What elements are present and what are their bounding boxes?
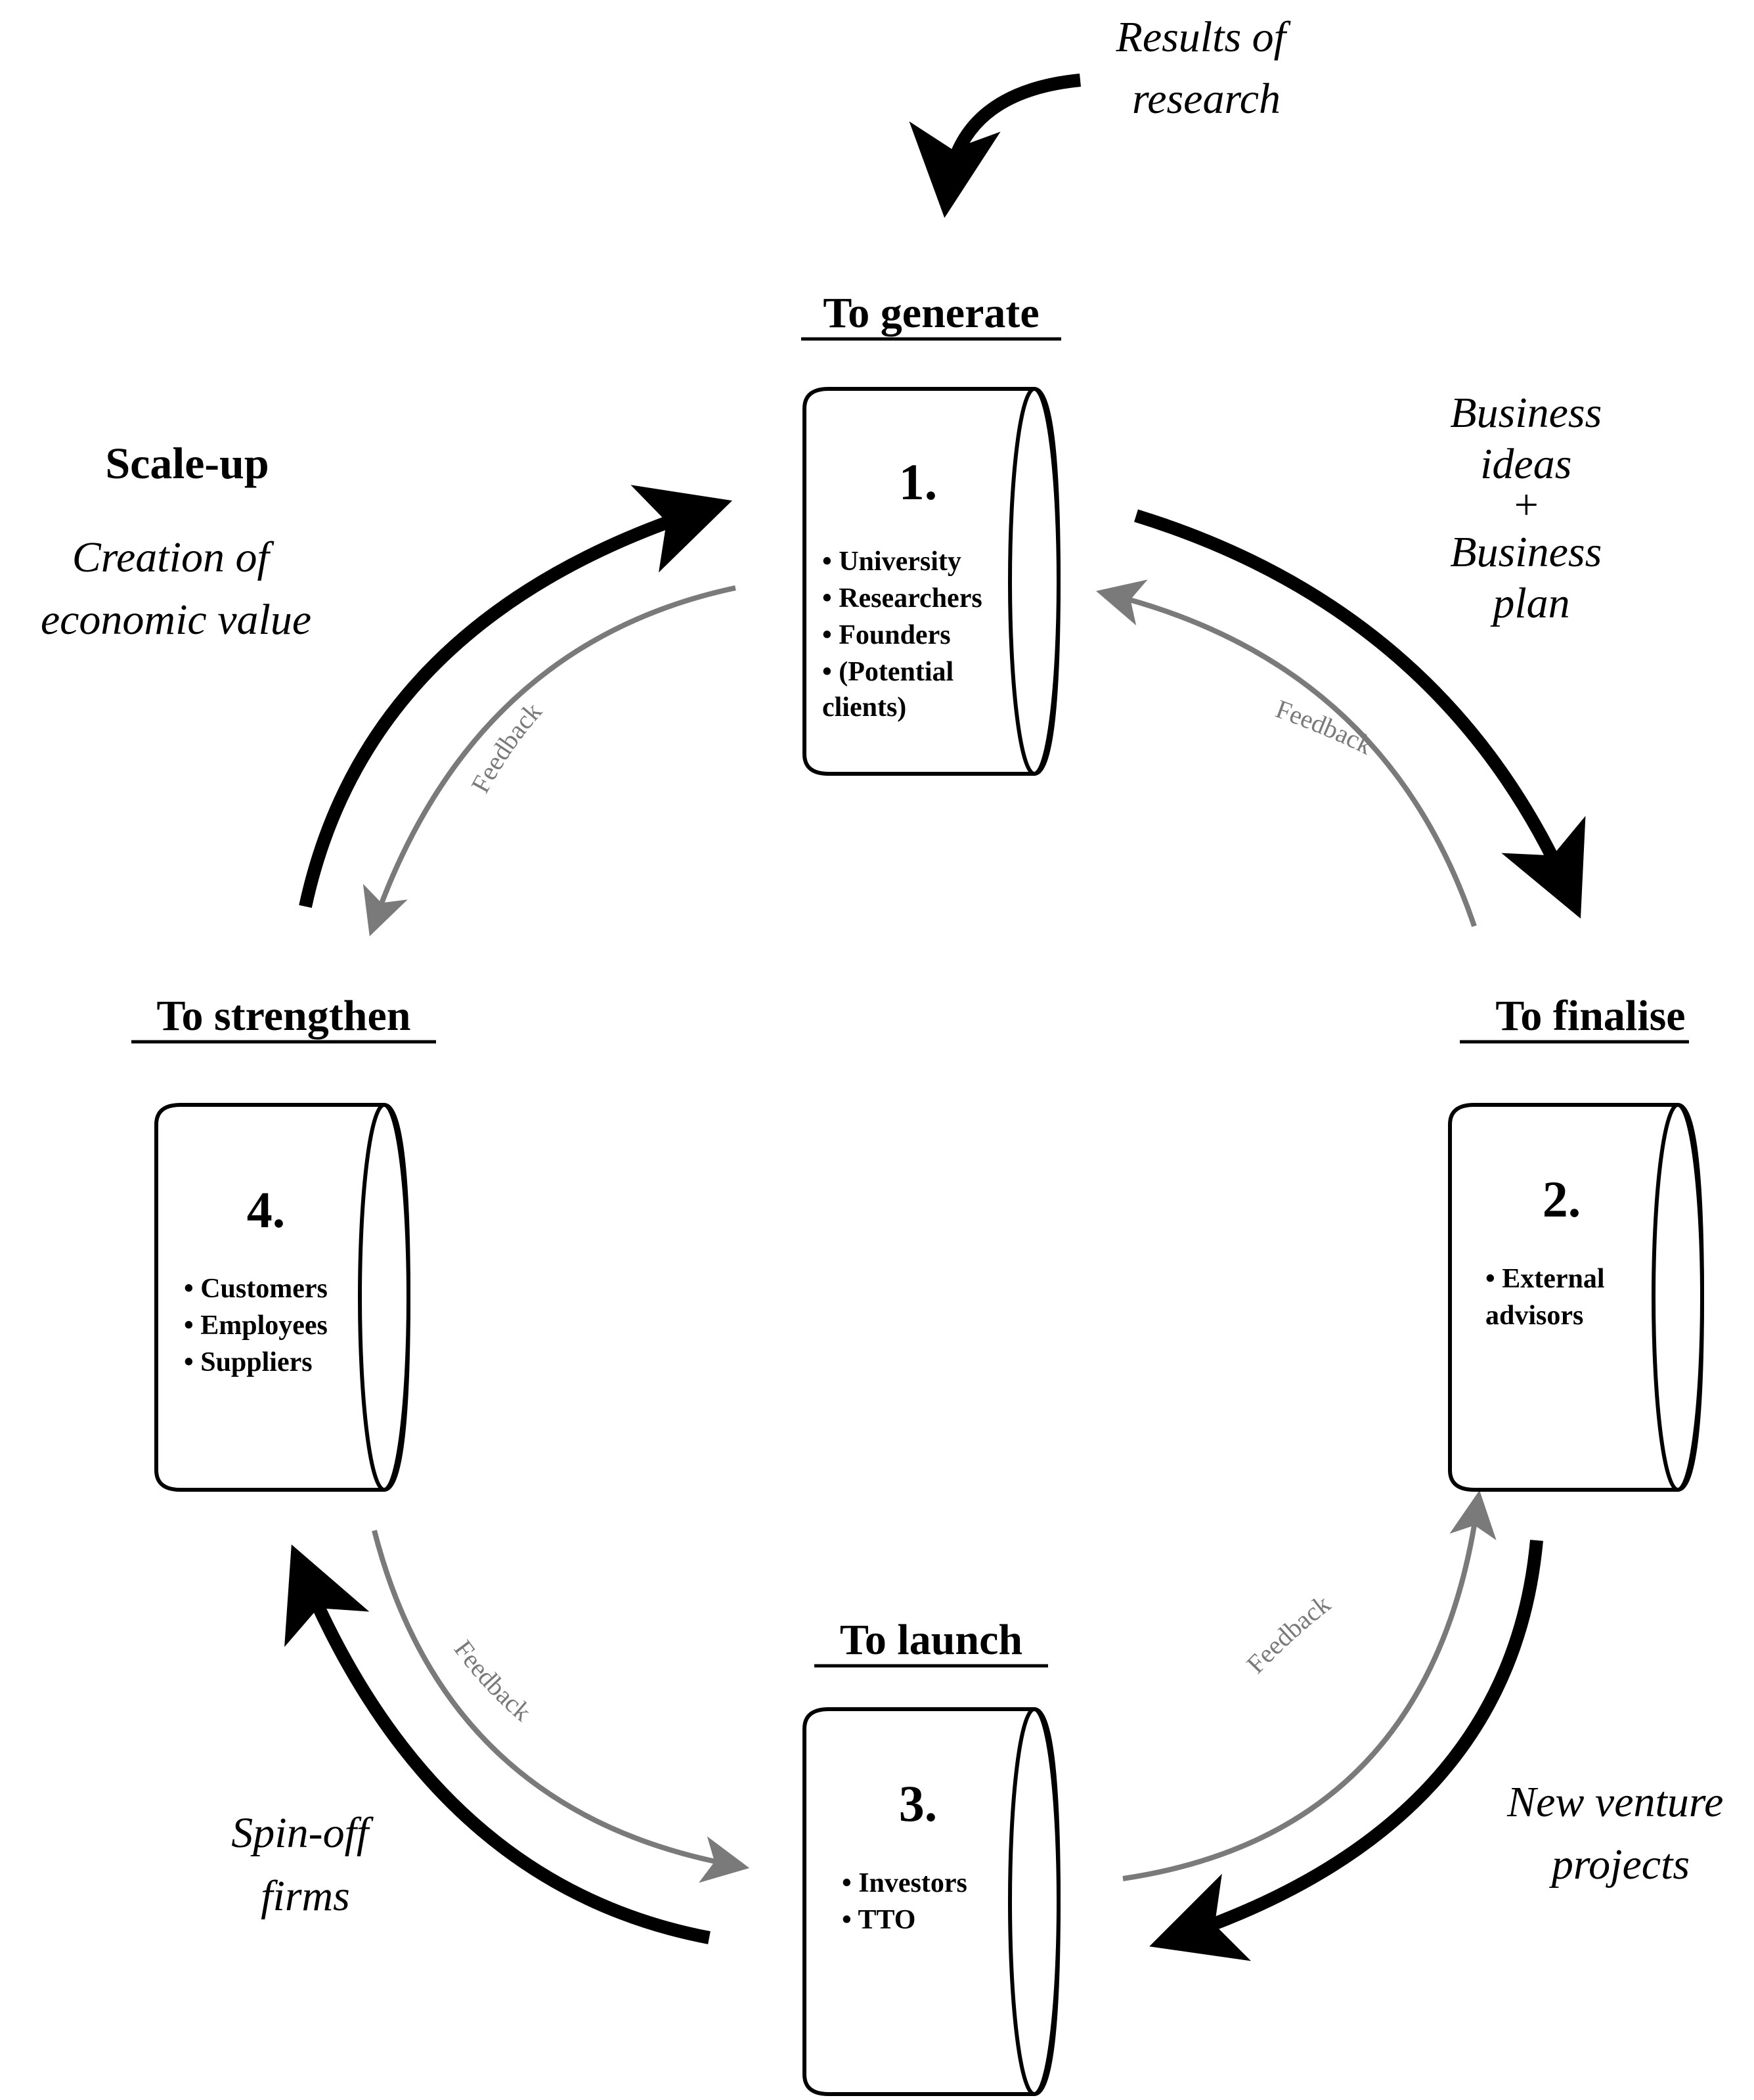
new-venture-line-2: projects	[1549, 1841, 1690, 1888]
business-ideas-line-2: ideas	[1480, 440, 1571, 488]
scale-up-line-1: Creation of	[72, 533, 274, 581]
feedback-arrow-generate-to-strengthen	[362, 585, 736, 937]
research-input-line-1: Results of	[1116, 13, 1291, 61]
feedback-text-2: Feedback	[1272, 694, 1377, 760]
strengthen-actor-1: • Customers	[184, 1274, 328, 1304]
stage-strengthen: To strengthen 4. • Customers • Employees…	[131, 992, 436, 1492]
stage-strengthen-title: To strengthen	[157, 992, 411, 1040]
arrow-launch-to-strengthen	[284, 1544, 711, 1944]
stage-finalise: To finalise 2. • External advisors	[1448, 992, 1705, 1492]
stage-generate-number: 1.	[899, 453, 938, 510]
finalise-actor-2: advisors	[1485, 1301, 1583, 1331]
business-ideas-line-5: plan	[1490, 579, 1569, 627]
feedback-arrow-finalise-to-generate	[1096, 579, 1477, 927]
stage-launch: To launch 3. • Investors • TTO	[802, 1616, 1061, 2096]
label-spin-off-firms: Spin-off firms	[231, 1809, 380, 1920]
stage-generate-box	[802, 387, 1061, 776]
feedback-arrow-launch-to-finalise	[1122, 1490, 1497, 1881]
label-scale-up-title: Scale-up	[105, 438, 269, 488]
stage-launch-box	[802, 1707, 1061, 2096]
generate-actor-2: • Researchers	[822, 583, 982, 614]
stage-strengthen-actors: • Customers • Employees • Suppliers	[184, 1274, 334, 1377]
label-scale-up-description: Creation of economic value	[41, 533, 311, 644]
arrow-finalise-to-launch	[1149, 1540, 1543, 1961]
spin-off-line-2: firms	[261, 1872, 350, 1920]
launch-actor-2: • TTO	[842, 1905, 915, 1935]
finalise-actor-1: • External	[1485, 1264, 1605, 1294]
research-input-arrow	[909, 74, 1081, 218]
strengthen-actor-3: • Suppliers	[184, 1347, 313, 1377]
stage-launch-title: To launch	[840, 1616, 1022, 1664]
stage-finalise-actors: • External advisors	[1485, 1264, 1611, 1331]
business-ideas-line-1: Business	[1450, 389, 1602, 437]
generate-actor-4: • (Potential	[822, 657, 954, 687]
launch-actor-1: • Investors	[842, 1868, 967, 1898]
feedback-label-1: Feedback	[465, 697, 547, 798]
stage-finalise-title: To finalise	[1495, 992, 1685, 1040]
stage-strengthen-number: 4.	[247, 1181, 286, 1238]
feedback-text-1: Feedback	[465, 697, 547, 798]
stage-generate-actors: • University • Researchers • Founders • …	[822, 547, 989, 723]
stage-generate-title: To generate	[823, 289, 1039, 337]
new-venture-line-1: New venture	[1506, 1778, 1723, 1826]
stage-finalise-box	[1448, 1103, 1705, 1492]
business-ideas-line-4: Business	[1450, 528, 1602, 576]
stage-finalise-number: 2.	[1543, 1171, 1581, 1228]
research-input-label: Results of research	[1116, 13, 1297, 123]
stage-strengthen-box	[154, 1103, 411, 1492]
stage-launch-number: 3.	[899, 1775, 938, 1832]
strengthen-actor-2: • Employees	[184, 1310, 328, 1341]
business-ideas-line-3: +	[1511, 481, 1541, 529]
spin-off-line-1: Spin-off	[231, 1809, 374, 1857]
feedback-label-3: Feedback	[1240, 1589, 1336, 1679]
arrow-strengthen-to-generate	[299, 485, 732, 908]
feedback-label-2: Feedback	[1272, 694, 1377, 760]
stage-launch-actors: • Investors • TTO	[842, 1868, 974, 1935]
stage-generate: To generate 1. • University • Researcher…	[801, 289, 1061, 776]
generate-actor-5: clients)	[822, 692, 906, 723]
generate-actor-1: • University	[822, 547, 961, 577]
arrow-generate-to-finalise	[1134, 509, 1586, 919]
generate-actor-3: • Founders	[822, 620, 951, 650]
scale-up-line-2: economic value	[41, 596, 311, 644]
feedback-text-3: Feedback	[1240, 1589, 1336, 1679]
feedback-arrow-strengthen-to-launch	[372, 1530, 750, 1883]
label-business-ideas: Business ideas + Business plan	[1450, 389, 1613, 627]
research-input-line-2: research	[1132, 75, 1281, 123]
label-new-venture-projects: New venture projects	[1506, 1778, 1734, 1888]
